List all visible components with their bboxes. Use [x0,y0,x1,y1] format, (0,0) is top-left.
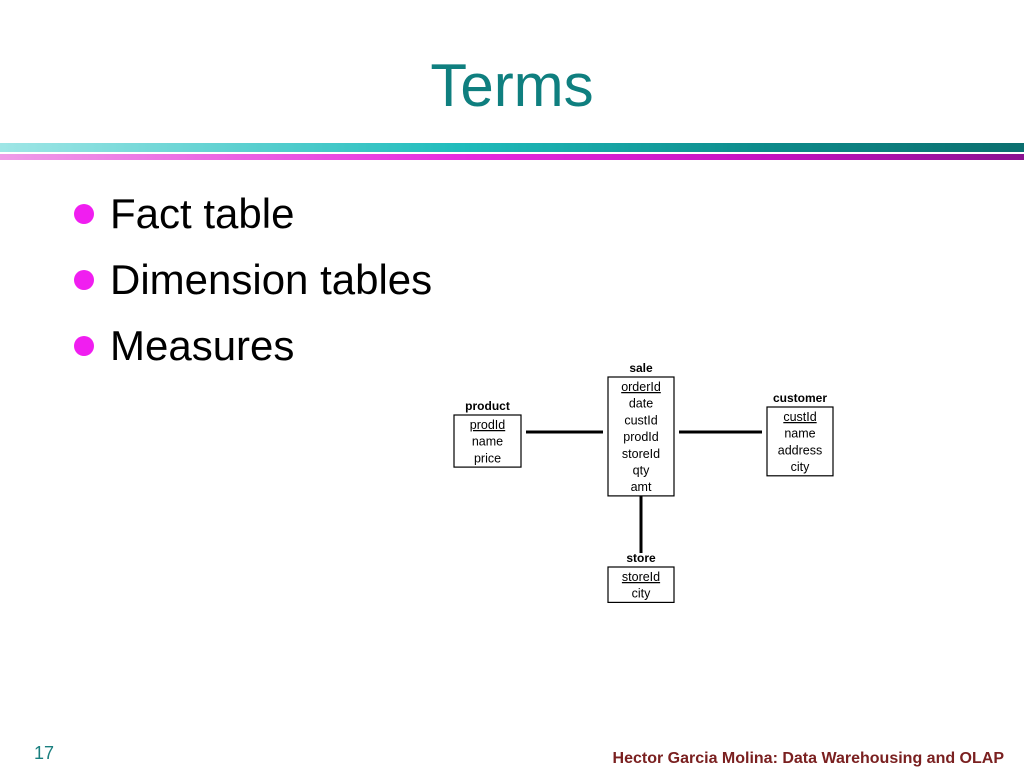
table-store: store storeId city [607,551,675,604]
bullet-list: Fact table Dimension tables Measures [72,188,432,386]
bullet-item: Measures [72,320,432,386]
table-box [607,566,675,604]
primary-key-field: storeId [622,570,660,584]
table-name: customer [773,391,827,405]
bullet-item: Fact table [72,188,432,254]
bullet-text: Fact table [110,190,295,237]
table-sale: sale orderId date custId prodId storeId qty amt [607,361,675,497]
table-field: price [474,451,501,465]
table-name: store [626,551,656,565]
slide-title: Terms [430,52,594,119]
primary-key-field: custId [783,410,816,424]
table-box [607,376,675,497]
table-field: city [632,587,652,601]
table-field: amt [631,480,652,494]
table-product: product prodId name price [453,399,522,468]
bullet-item: Dimension tables [72,254,432,320]
bullet-dot-icon [74,270,94,290]
bullet-dot-icon [74,204,94,224]
table-name: product [465,399,510,413]
table-field: name [784,427,815,441]
slide-number: 17 [34,743,55,763]
primary-key-field: prodId [470,418,505,432]
table-field: custId [624,413,657,427]
primary-key-field: orderId [621,380,661,394]
table-field: date [629,397,653,411]
bullet-dot-icon [74,336,94,356]
table-field: name [472,435,503,449]
footer-credit: Hector Garcia Molina: Data Warehousing a… [612,750,1004,767]
table-field: prodId [623,430,658,444]
bullet-text: Measures [110,322,295,369]
table-box [766,406,834,477]
table-field: address [778,443,822,457]
table-box [453,414,522,468]
table-field: qty [633,464,650,478]
title-divider-magenta [0,154,1024,160]
table-field: city [791,460,811,474]
title-divider-teal [0,143,1024,152]
table-name: sale [629,361,653,375]
bullet-text: Dimension tables [110,256,433,303]
table-customer: customer custId name address city [766,391,834,477]
table-field: storeId [622,447,660,461]
